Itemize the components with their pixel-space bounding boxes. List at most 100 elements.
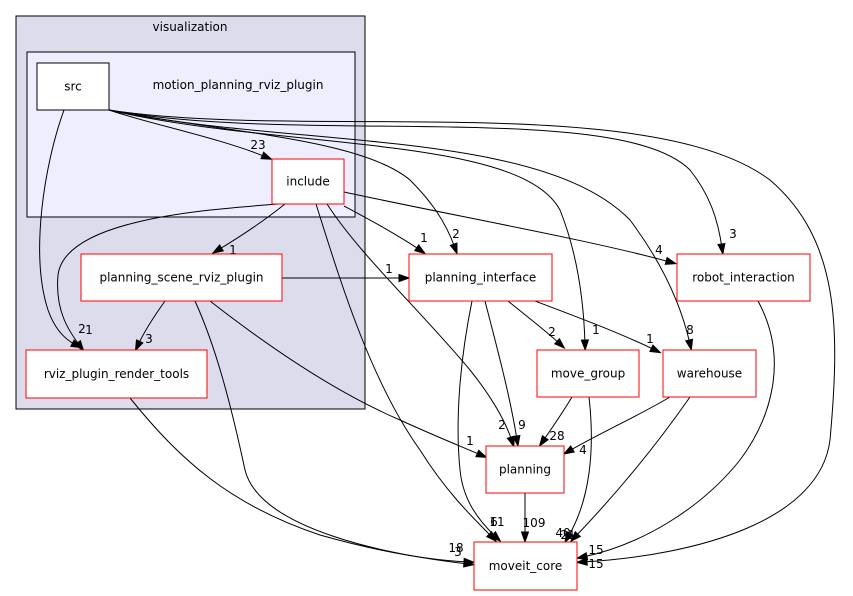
edge-planning-interface-to-move-group: 2 — [507, 300, 566, 350]
edge-planning-to-moveit-core: 109 — [520, 493, 546, 544]
edge-warehouse-to-planning: 4 — [562, 396, 671, 457]
edge-line — [108, 109, 586, 345]
arrowhead — [73, 339, 85, 353]
arrowhead — [413, 243, 427, 255]
edge-line — [108, 109, 836, 563]
edge-line — [507, 300, 561, 345]
edge-weight-label: 2 — [78, 322, 86, 336]
edge-weight-label: 15 — [588, 557, 603, 571]
node-box — [80, 253, 283, 302]
arrowhead — [520, 531, 530, 544]
node-box — [485, 445, 565, 494]
edge-line — [534, 300, 656, 351]
edge-weight-label: 109 — [523, 516, 546, 530]
node-label: planning_interface — [425, 271, 537, 285]
arrowhead — [649, 344, 662, 354]
edge-weight-label: 1 — [466, 434, 474, 448]
node-warehouse[interactable]: warehouse — [662, 349, 757, 398]
arrowhead — [398, 273, 411, 283]
arrowhead — [580, 339, 590, 352]
node-label: src — [64, 80, 82, 94]
edge-robot-interaction-to-moveit-core: 15 — [575, 300, 775, 561]
node-box — [271, 158, 345, 205]
edge-weight-label: 23 — [250, 138, 265, 152]
node-planning-scene-rviz-plugin[interactable]: planning_scene_rviz_plugin — [80, 253, 283, 302]
arrowhead — [569, 530, 582, 543]
node-moveit-core[interactable]: moveit_core — [473, 541, 578, 591]
arrowhead — [538, 434, 550, 448]
edge-line — [326, 203, 513, 442]
cluster-visualization-label: visualization — [153, 20, 228, 34]
arrowhead — [562, 445, 576, 455]
edge-weight-label: 4 — [655, 243, 663, 257]
arrowhead — [211, 244, 225, 254]
edge-warehouse-to-moveit-core: 21 — [560, 396, 691, 543]
edge-move-group-to-moveit-core: 40 — [555, 396, 592, 544]
edge-line — [582, 300, 775, 558]
edge-weight-label: 1 — [229, 243, 237, 257]
edge-weight-label: 40 — [555, 526, 570, 540]
node-src[interactable]: src — [36, 62, 110, 111]
node-label: include — [286, 175, 329, 189]
edge-weight-label: 1 — [420, 231, 428, 245]
node-box — [676, 253, 811, 302]
edge-line — [457, 300, 497, 538]
arrowhead — [717, 242, 726, 256]
edge-include-to-planning-scene-rviz-plugin: 1 — [211, 203, 286, 257]
edge-line — [343, 205, 421, 251]
edge-src-to-moveit-core: 15 — [108, 109, 836, 571]
arrowhead — [564, 530, 574, 544]
edge-src-to-robot-interaction: 3 — [108, 109, 737, 256]
edge-weight-label: 15 — [588, 543, 603, 557]
node-planning-interface[interactable]: planning_interface — [408, 253, 553, 302]
arrowhead — [449, 242, 458, 256]
edge-include-to-robot-interaction: 4 — [343, 191, 678, 265]
edge-line — [209, 300, 482, 456]
arrowhead — [134, 339, 144, 352]
edge-include-to-planning-interface: 1 — [343, 205, 428, 255]
edge-weight-label: 3 — [454, 545, 462, 559]
arrowhead — [506, 435, 515, 449]
edge-weight-label: 1 — [85, 323, 93, 337]
edge-weight-label: 28 — [549, 429, 564, 443]
edge-planning-interface-to-planning: 9 — [484, 300, 526, 448]
node-label: warehouse — [677, 367, 742, 381]
arrowhead — [475, 449, 488, 458]
edge-weight-label: 2 — [548, 325, 556, 339]
edge-src-to-move-group: 1 — [108, 109, 600, 352]
node-box — [473, 541, 578, 591]
edge-weight-label: 3 — [729, 227, 737, 241]
edge-weight-label: 2 — [452, 227, 460, 241]
edge-line — [57, 203, 279, 347]
edge-planning-scene-rviz-plugin-to-rviz-plugin-render-tools: 3 — [134, 300, 166, 352]
edge-line — [108, 109, 723, 249]
edge-weight-label: 4 — [579, 443, 587, 457]
edge-line — [39, 109, 77, 346]
arrowhead — [489, 530, 502, 543]
arrowhead — [512, 434, 521, 448]
edge-include-to-rviz-plugin-render-tools: 1 — [57, 203, 279, 353]
edge-weight-label: 11 — [489, 515, 504, 529]
node-robot-interaction[interactable]: robot_interaction — [676, 253, 811, 302]
arrowhead — [575, 557, 588, 566]
edge-planning-scene-rviz-plugin-to-planning-interface: 1 — [282, 262, 411, 283]
node-rviz-plugin-render-tools[interactable]: rviz_plugin_render_tools — [25, 349, 208, 399]
node-move-group[interactable]: move_group — [536, 349, 640, 398]
edge-line — [484, 300, 518, 441]
node-planning[interactable]: planning — [485, 445, 565, 494]
edge-planning-scene-rviz-plugin-to-planning: 1 — [209, 300, 488, 458]
node-label: planning — [499, 463, 551, 477]
edge-planning-interface-to-moveit-core: 11 — [457, 300, 505, 543]
edge-line — [129, 397, 469, 563]
node-include[interactable]: include — [271, 158, 345, 205]
edge-weight-label: 1 — [592, 323, 600, 337]
edge-weight-label: 6 — [490, 515, 498, 529]
edge-line — [315, 203, 493, 538]
arrowhead — [575, 551, 589, 561]
node-label: planning_scene_rviz_plugin — [99, 271, 263, 285]
edge-line — [217, 203, 286, 251]
edge-line — [108, 109, 691, 345]
edge-weight-label: 9 — [518, 418, 526, 432]
edge-weight-label: 18 — [448, 541, 463, 555]
